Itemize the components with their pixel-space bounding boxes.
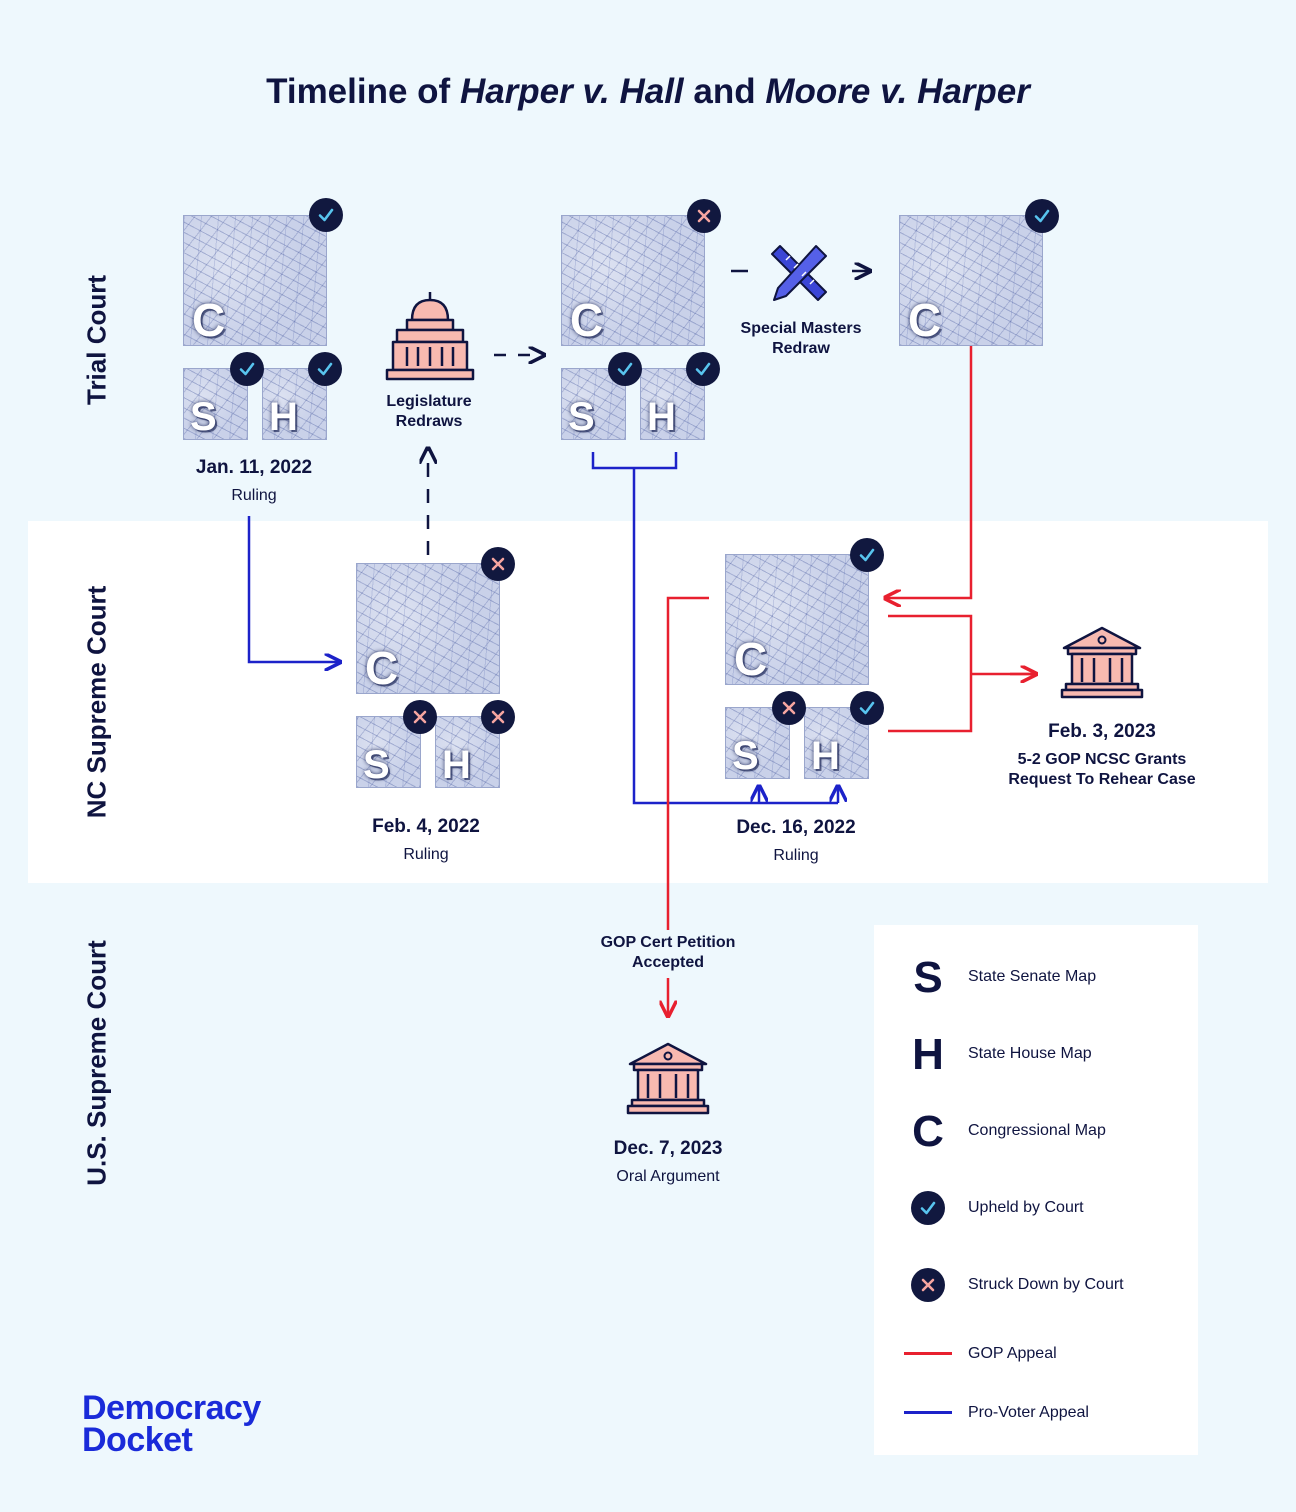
label-feb3-rehear: 5-2 GOP NCSC Grants Request To Rehear Ca… (1008, 751, 1196, 788)
x-icon (772, 691, 806, 725)
date-dec16: Dec. 16, 2022 (736, 817, 856, 838)
date-jan11: Jan. 11, 2022 (195, 457, 313, 478)
check-icon (608, 352, 642, 386)
check-icon (230, 352, 264, 386)
legend-house: State House Map (968, 1045, 1092, 1062)
legend-gop: GOP Appeal (968, 1345, 1057, 1362)
map-tile-house-legislature: H (640, 368, 705, 440)
legend-h-symbol: H (912, 1030, 944, 1079)
x-icon (911, 1268, 945, 1302)
map-tile-senate-feb4: S (356, 716, 421, 788)
check-icon (686, 352, 720, 386)
legend-struck: Struck Down by Court (968, 1276, 1124, 1293)
check-icon (308, 352, 342, 386)
label-special-masters-redraw: Special Masters Redraw (740, 320, 862, 357)
map-tile-senate-legislature: S (561, 368, 626, 440)
map-tile-congressional-legislature: C (561, 215, 705, 346)
pro-voter-line-jan11-feb4 (247, 516, 340, 662)
nc-supreme-court-band (28, 521, 1268, 883)
gop-line-c-dec16 (885, 346, 973, 598)
map-tile-congressional-jan11: C (183, 215, 327, 346)
label-dec7-oral-argument: Oral Argument (616, 1168, 720, 1185)
check-icon (1025, 199, 1059, 233)
democracy-docket-logo: Democracy Docket (82, 1389, 261, 1459)
map-tile-congressional-special-masters: C (899, 215, 1043, 346)
map-tile-senate-jan11: S (183, 368, 248, 440)
check-icon (850, 538, 884, 572)
legend-gop-line-swatch (904, 1352, 952, 1355)
pencil-ruler-icon (771, 245, 827, 301)
date-feb4: Feb. 4, 2022 (372, 816, 480, 837)
date-feb3: Feb. 3, 2023 (1048, 721, 1156, 742)
label-dec16-ruling: Ruling (773, 847, 819, 864)
check-icon (911, 1191, 945, 1225)
x-icon (687, 199, 721, 233)
label-jan11-ruling: Ruling (231, 487, 277, 504)
legend-senate: State Senate Map (968, 968, 1097, 985)
label-gop-cert-petition: GOP Cert Petition Accepted (600, 934, 736, 971)
check-icon (309, 198, 343, 232)
map-tile-congressional-feb4: C (356, 563, 500, 694)
x-icon (481, 547, 515, 581)
legend-upheld: Upheld by Court (968, 1199, 1084, 1216)
x-icon (481, 700, 515, 734)
legend-pro-voter: Pro-Voter Appeal (968, 1404, 1089, 1421)
capitol-icon (385, 292, 475, 381)
page-title: Timeline of Harper v. Hall and Moore v. … (266, 72, 1030, 111)
courthouse-icon (1060, 626, 1144, 699)
pro-voter-bracket (591, 452, 678, 470)
legend-pro-voter-line-swatch (904, 1411, 952, 1414)
x-icon (403, 700, 437, 734)
check-icon (850, 691, 884, 725)
gop-line-cert-top (666, 596, 709, 930)
date-dec7: Dec. 7, 2023 (613, 1138, 723, 1159)
legend-congress: Congressional Map (968, 1122, 1106, 1139)
legend (874, 925, 1198, 1455)
map-tile-congressional-dec16: C (725, 554, 869, 685)
legend-s-symbol: S (913, 953, 943, 1002)
label-legislature-redraws: Legislature Redraws (386, 393, 472, 430)
courthouse-icon (626, 1042, 710, 1115)
pro-voter-line-down (632, 468, 838, 805)
legend-c-symbol: C (912, 1107, 944, 1156)
label-feb4-ruling: Ruling (403, 846, 449, 863)
